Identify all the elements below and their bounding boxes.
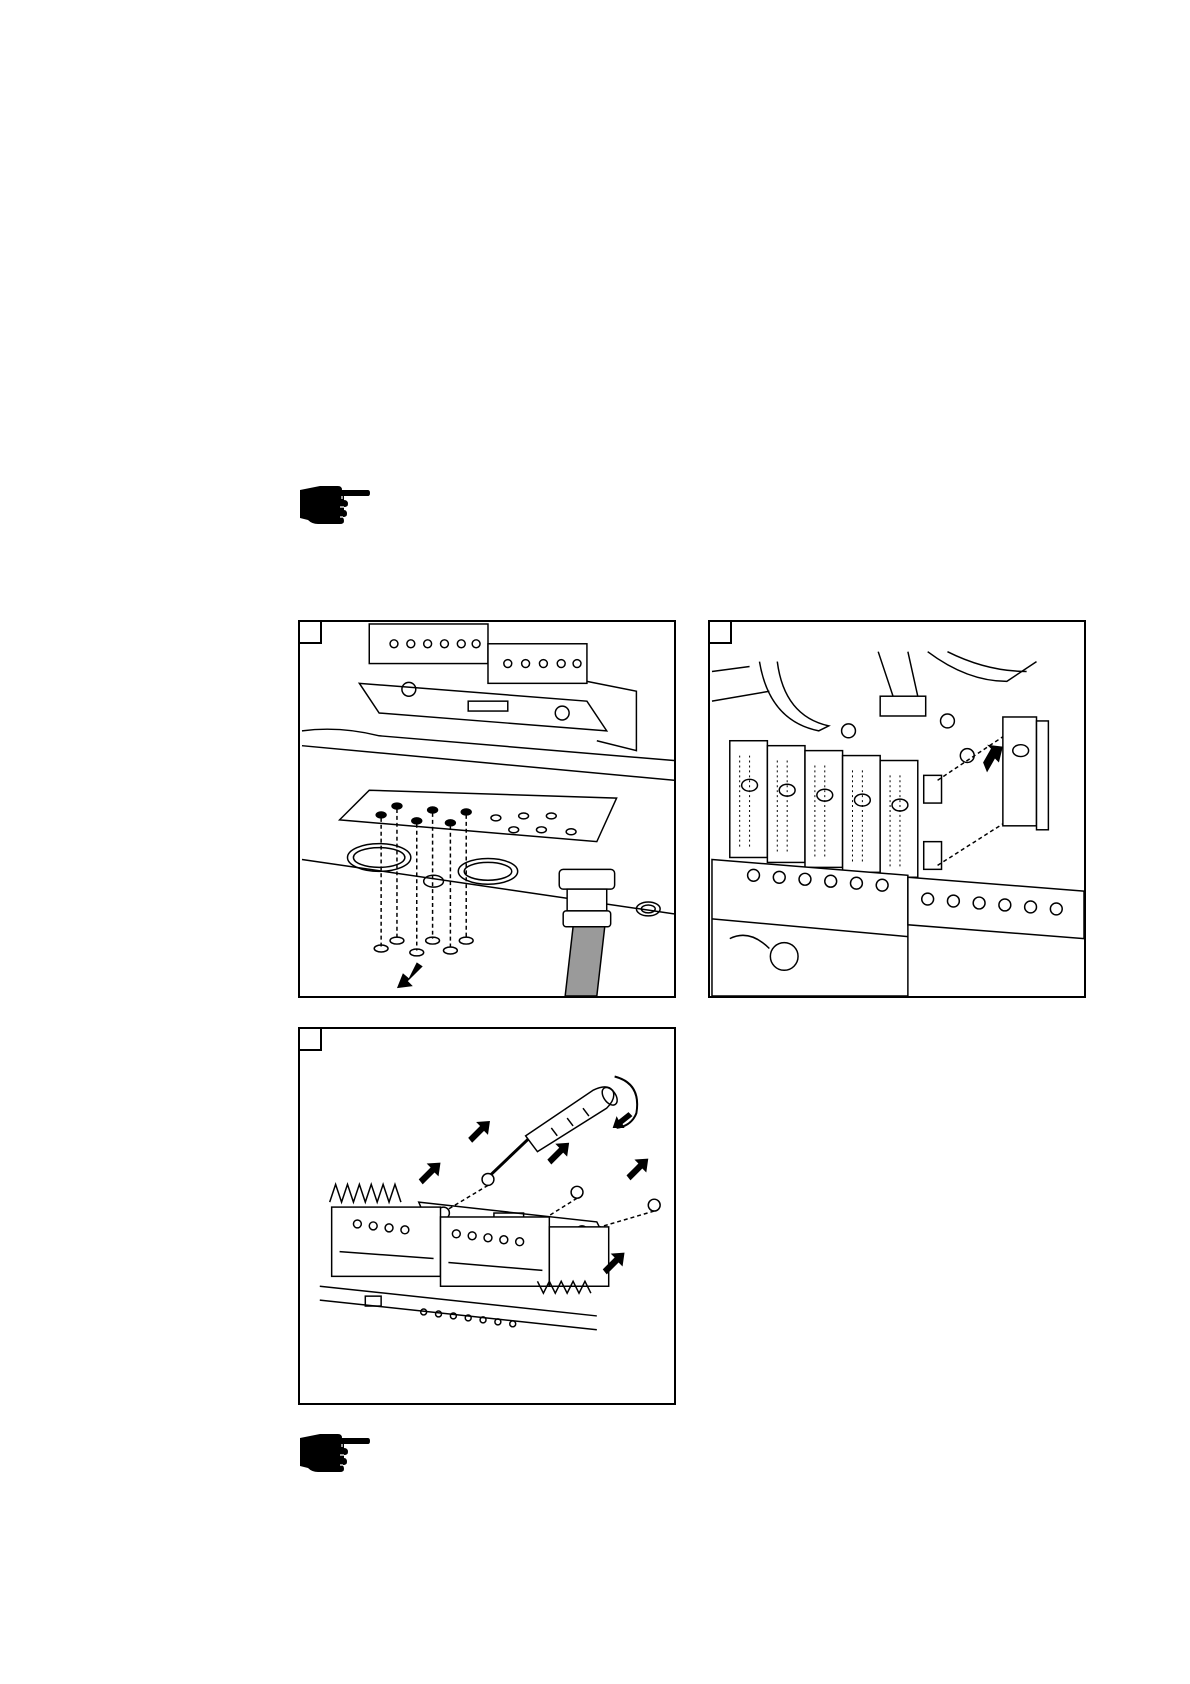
step-label	[300, 1029, 322, 1051]
pointing-hand-icon	[298, 1430, 370, 1474]
figure-3	[298, 1027, 676, 1405]
illustration-cable-gland	[300, 622, 674, 996]
pointing-hand-icon	[298, 482, 370, 526]
step-label	[300, 622, 322, 644]
illustration-fuse-holders	[710, 622, 1084, 996]
figure-2	[708, 620, 1086, 998]
figure-1	[298, 620, 676, 998]
illustration-screwdriver-mounting	[300, 1029, 674, 1403]
step-label	[710, 622, 732, 644]
